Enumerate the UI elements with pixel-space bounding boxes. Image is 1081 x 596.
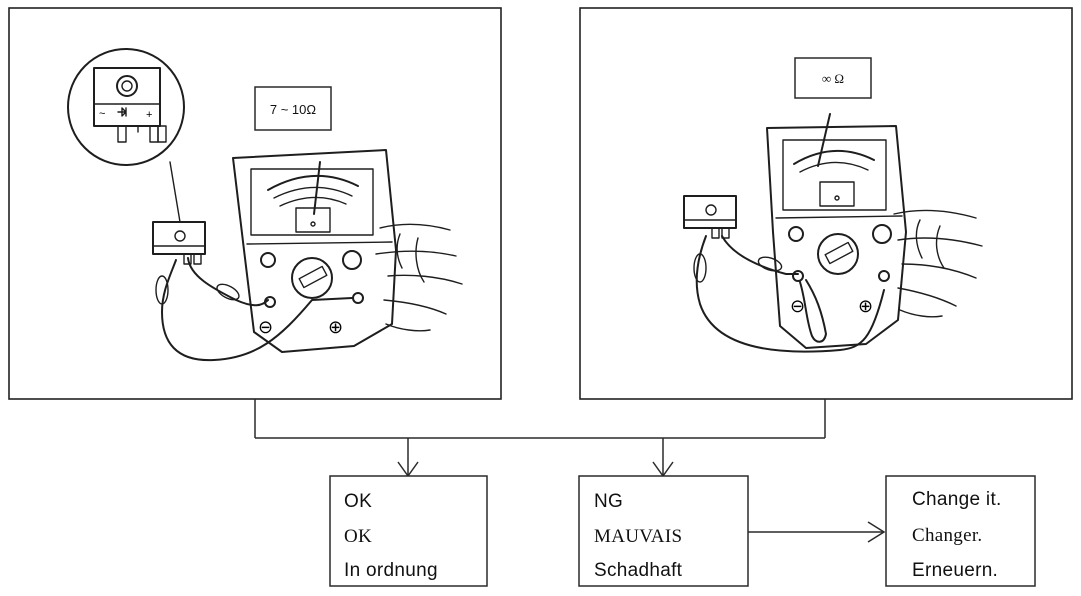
ng-line-en: NG (594, 491, 623, 512)
ok-line-de: In ordnung (344, 560, 438, 581)
arrow-to-action (748, 522, 884, 542)
ng-line-de: Schadhaft (594, 560, 683, 581)
action-line-de: Erneuern. (912, 560, 998, 581)
arrow-to-ok (398, 438, 418, 476)
plus-terminal-label-right: ⊕ (858, 296, 873, 316)
left-test-panel: ~ + (9, 8, 501, 399)
action-line-en: Change it. (912, 489, 1002, 510)
svg-text:~: ~ (99, 108, 105, 120)
ok-line-en: OK (344, 491, 372, 512)
plus-terminal-label: ⊕ (328, 317, 343, 337)
arrow-to-ng (653, 438, 673, 476)
ng-line-fr: MAUVAIS (594, 526, 682, 547)
minus-terminal-label-right: ⊖ (790, 296, 805, 316)
right-test-panel: ⊖ ⊕ ∞ Ω (580, 8, 1072, 399)
meter-reading-right: ∞ Ω (822, 71, 844, 86)
reading-label-right: ∞ Ω (795, 58, 871, 98)
ok-result-box: OK OK In ordnung (330, 476, 487, 586)
ok-line-fr: OK (344, 526, 372, 547)
action-result-box: Change it. Changer. Erneuern. (886, 476, 1035, 586)
svg-text:+: + (146, 109, 152, 121)
connector-bracket (255, 399, 825, 438)
reading-label-left: 7 ~ 10Ω (255, 87, 331, 130)
action-line-fr: Changer. (912, 525, 982, 546)
ng-result-box: NG MAUVAIS Schadhaft (579, 476, 748, 586)
meter-reading-left: 7 ~ 10Ω (270, 102, 317, 117)
minus-terminal-label: ⊖ (258, 317, 273, 337)
